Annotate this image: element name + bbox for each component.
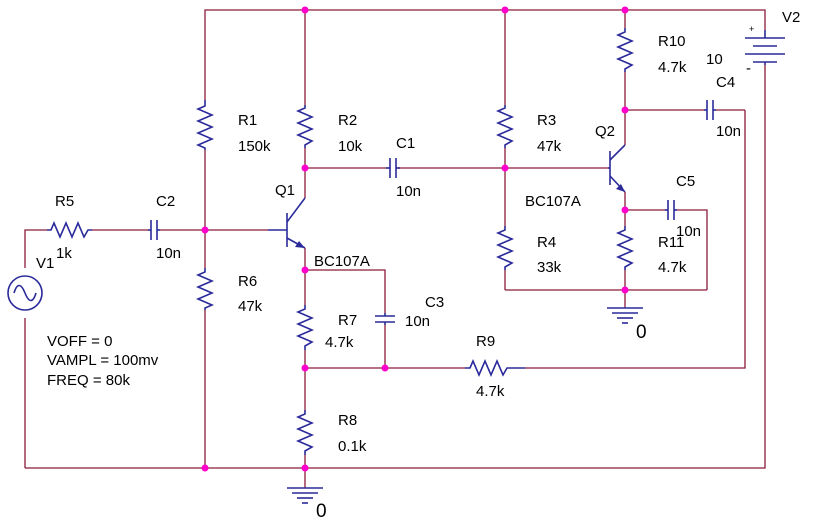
- junction-dot: [501, 6, 509, 14]
- c4-ref-label: C4: [716, 74, 735, 91]
- r9-ref-label: R9: [476, 333, 495, 350]
- junction-dot: [201, 226, 209, 234]
- v1-param-freq: FREQ = 80k: [47, 372, 130, 389]
- resistor-r4-symbol: [495, 226, 515, 270]
- r4-value-label: 33k: [537, 259, 562, 276]
- q1-model-label: BC107A: [314, 253, 370, 270]
- ground-symbol-1: [287, 487, 323, 504]
- r2-ref-label: R2: [338, 112, 357, 129]
- c2-ref-label: C2: [156, 193, 175, 210]
- capacitor-c5-symbol: [665, 200, 677, 220]
- component-labels: R1 150k R2 10k R3 47k R4 33k R5 1k R6 47…: [36, 9, 800, 519]
- v1-param-voff: VOFF = 0: [47, 333, 112, 350]
- junction-dot: [621, 6, 629, 14]
- r10-ref-label: R10: [658, 33, 686, 50]
- c5-value-label: 10n: [676, 223, 701, 240]
- resistor-r2-symbol: [295, 105, 315, 148]
- r5-ref-label: R5: [55, 193, 74, 210]
- capacitor-c2-symbol: [148, 220, 160, 240]
- resistor-r6-symbol: [195, 268, 215, 310]
- ground-label-2: 0: [636, 322, 647, 343]
- junction-dot: [621, 286, 629, 294]
- junction-dot: [301, 266, 309, 274]
- c1-value-label: 10n: [396, 183, 421, 200]
- junction-dots: [201, 6, 629, 472]
- junction-dot: [621, 206, 629, 214]
- r9-value-label: 4.7k: [476, 383, 505, 400]
- sine-source-v1-symbol: [7, 275, 43, 311]
- r1-value-label: 150k: [238, 138, 271, 155]
- v1-param-vampl: VAMPL = 100mv: [47, 352, 159, 369]
- junction-dot: [301, 464, 309, 472]
- junction-dot: [301, 364, 309, 372]
- resistor-r7-symbol: [295, 305, 315, 350]
- r6-ref-label: R6: [238, 273, 257, 290]
- junction-dot: [301, 164, 309, 172]
- junction-dot: [501, 164, 509, 172]
- v2-value-label: 10: [706, 51, 723, 68]
- capacitor-c4-symbol: [704, 100, 716, 120]
- resistor-r9-symbol: [465, 358, 525, 378]
- resistor-r5-symbol: [47, 220, 92, 240]
- q2-model-label: BC107A: [525, 193, 581, 210]
- ground-symbol-2: [607, 307, 643, 324]
- junction-dot: [301, 6, 309, 14]
- r4-ref-label: R4: [537, 234, 556, 251]
- ground-label-1: 0: [316, 501, 327, 519]
- r2-value-label: 10k: [338, 138, 363, 155]
- r3-ref-label: R3: [537, 112, 556, 129]
- r6-value-label: 47k: [238, 298, 263, 315]
- v2-ref-label: V2: [782, 9, 800, 26]
- dc-source-v2-symbol: [745, 30, 785, 65]
- r7-value-label: 4.7k: [325, 334, 354, 351]
- q1-ref-label: Q1: [275, 182, 295, 199]
- r7-ref-label: R7: [338, 312, 357, 329]
- resistor-r8-symbol: [295, 410, 315, 455]
- c1-ref-label: C1: [396, 135, 415, 152]
- c3-value-label: 10n: [405, 313, 430, 330]
- transistor-q1-symbol: [268, 197, 306, 249]
- resistor-r11-symbol: [615, 226, 635, 270]
- c3-ref-label: C3: [425, 294, 444, 311]
- resistor-r3-symbol: [495, 105, 515, 148]
- capacitor-c3-symbol: [375, 313, 395, 325]
- v2-plus-label: +: [749, 24, 754, 34]
- r5-value-label: 1k: [56, 245, 72, 262]
- r1-ref-label: R1: [238, 112, 257, 129]
- junction-dot: [621, 106, 629, 114]
- v1-ref-label: V1: [36, 255, 54, 272]
- junction-dot: [381, 364, 389, 372]
- c4-value-label: 10n: [716, 123, 741, 140]
- resistor-r10-symbol: [615, 28, 635, 72]
- capacitor-c1-symbol: [386, 158, 400, 178]
- transistor-q2-symbol: [608, 144, 626, 193]
- q2-ref-label: Q2: [595, 123, 615, 140]
- wires: [24, 9, 766, 488]
- r8-ref-label: R8: [338, 412, 357, 429]
- resistor-r1-symbol: [195, 100, 215, 150]
- r10-value-label: 4.7k: [658, 59, 687, 76]
- v2-minus-label: -: [746, 60, 751, 77]
- r3-value-label: 47k: [537, 138, 562, 155]
- r8-value-label: 0.1k: [338, 438, 367, 455]
- junction-dot: [201, 464, 209, 472]
- r11-ref-label: R11: [658, 234, 684, 251]
- c2-value-label: 10n: [156, 245, 181, 262]
- r11-value-label: 4.7k: [658, 259, 687, 276]
- c5-ref-label: C5: [676, 173, 695, 190]
